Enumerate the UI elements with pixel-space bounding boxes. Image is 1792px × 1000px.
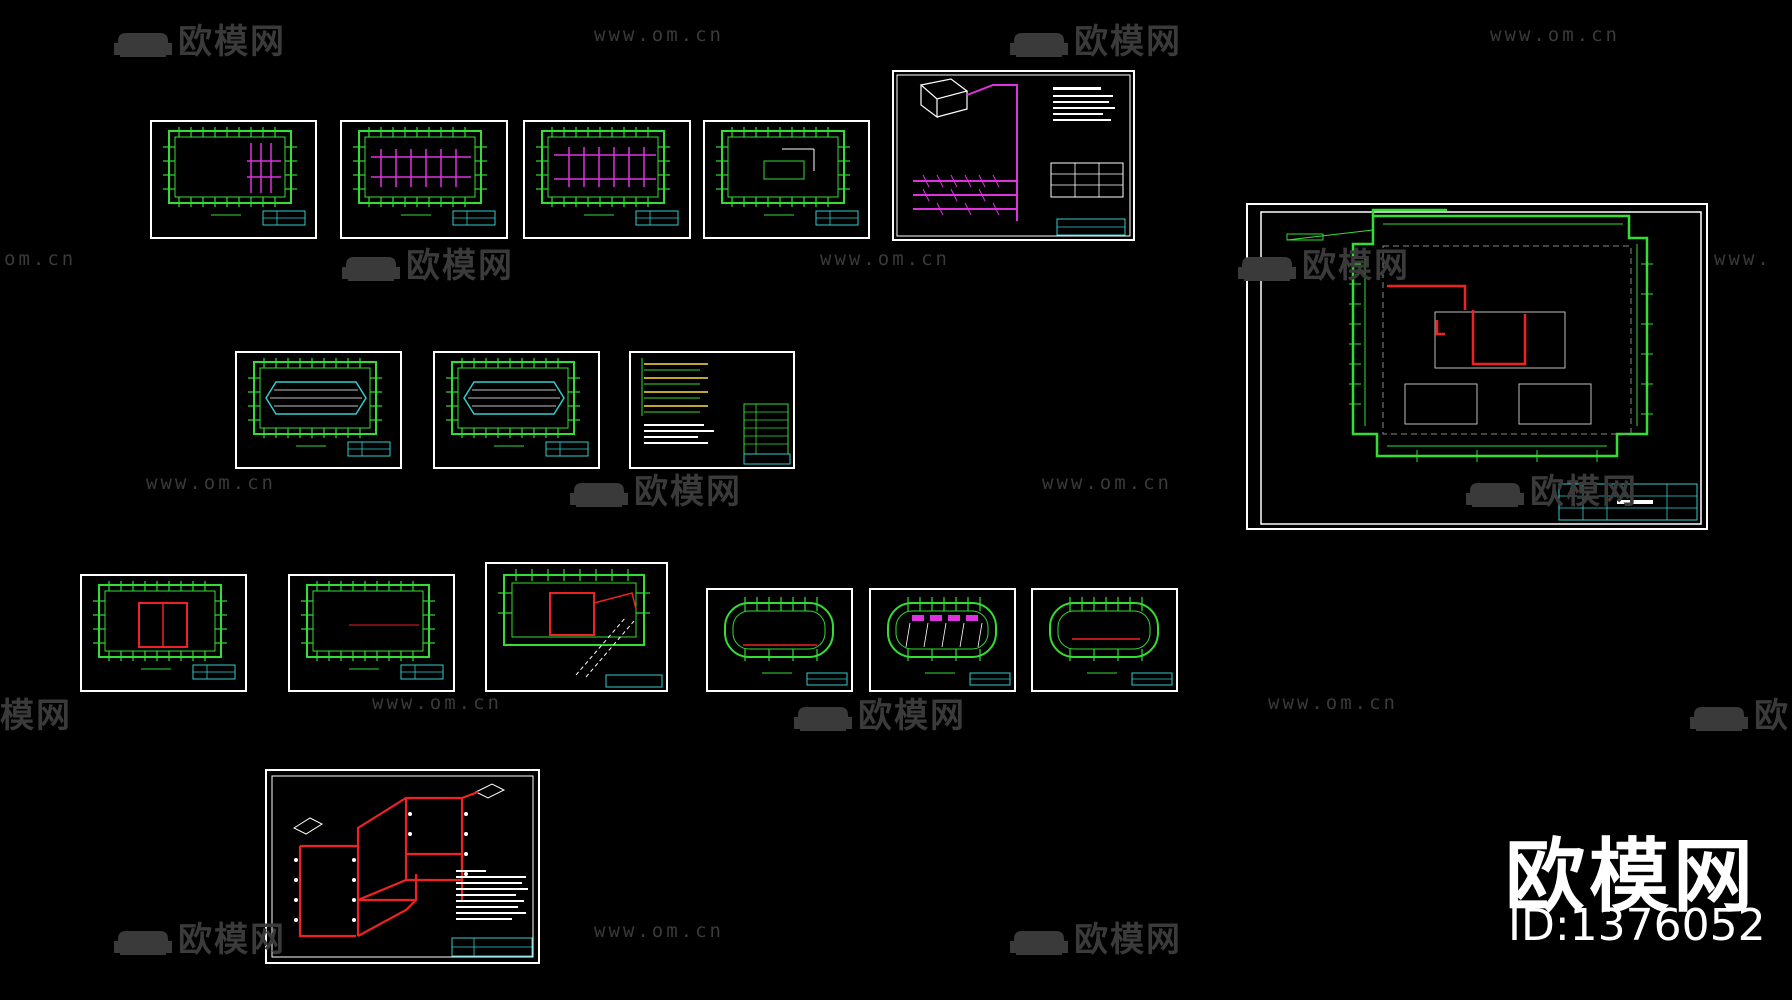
- watermark-brand-partial: 模网: [0, 696, 72, 736]
- watermark-url: www.om.cn: [372, 692, 502, 714]
- floor-plan-sheet: [80, 574, 247, 692]
- sofa-icon: [1238, 256, 1296, 281]
- legend-sheet: [629, 351, 795, 469]
- brand-title: 欧模网: [1505, 830, 1757, 923]
- sofa-icon: [114, 930, 172, 955]
- floor-plan-sheet: [706, 588, 853, 692]
- watermark-brand: 欧模网: [570, 464, 742, 513]
- fire-pipe-isometric-sheet: [265, 769, 540, 964]
- watermark-url: www.om.cn: [1490, 24, 1620, 46]
- pipe-isometric-sheet: [892, 70, 1135, 241]
- site-plan-sheet: [1246, 203, 1708, 530]
- watermark-url-partial: om.cn: [4, 248, 77, 270]
- model-id: ID:1376052: [1508, 900, 1766, 951]
- watermark-url: www.om.cn: [1268, 692, 1398, 714]
- floor-plan-sheet: [150, 120, 317, 239]
- floor-plan-sheet: [703, 120, 870, 239]
- watermark-url: www.om.cn: [146, 472, 276, 494]
- watermark-url-partial: www.: [1714, 248, 1772, 270]
- sofa-icon: [1690, 706, 1748, 731]
- sofa-icon: [1010, 32, 1068, 57]
- watermark-brand: 欧模网: [1466, 464, 1638, 513]
- floor-plan-sheet: [235, 351, 402, 469]
- watermark-url: www.om.cn: [594, 920, 724, 942]
- floor-plan-sheet: [433, 351, 600, 469]
- watermark-brand: 欧模网: [1010, 14, 1182, 63]
- sofa-icon: [570, 482, 628, 507]
- watermark-url: www.om.cn: [1042, 472, 1172, 494]
- floor-plan-sheet: [523, 120, 691, 239]
- watermark-url: www.om.cn: [594, 24, 724, 46]
- floor-plan-sheet: [340, 120, 508, 239]
- floor-plan-sheet: [1031, 588, 1178, 692]
- watermark-url: www.om.cn: [820, 248, 950, 270]
- sofa-icon: [342, 256, 400, 281]
- watermark-brand: 欧模网: [114, 912, 286, 961]
- sofa-icon: [1466, 482, 1524, 507]
- watermark-brand: 欧模网: [342, 238, 514, 287]
- watermark-brand-partial: 欧: [1690, 688, 1790, 737]
- watermark-brand: 欧模网: [1238, 238, 1410, 287]
- sofa-icon: [794, 706, 852, 731]
- watermark-brand: 欧模网: [794, 688, 966, 737]
- watermark-brand: 欧模网: [1010, 912, 1182, 961]
- floor-plan-sheet: [485, 562, 668, 692]
- sofa-icon: [1010, 930, 1068, 955]
- sofa-icon: [114, 32, 172, 57]
- floor-plan-sheet: [288, 574, 455, 692]
- floor-plan-sheet: [869, 588, 1016, 692]
- watermark-brand: 欧模网: [114, 14, 286, 63]
